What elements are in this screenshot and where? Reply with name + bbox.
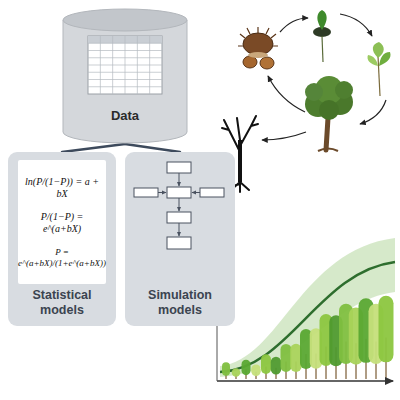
tree-icon — [261, 354, 271, 379]
tree-row — [222, 296, 394, 379]
sapling-part — [378, 56, 380, 96]
tree-icon — [232, 368, 241, 379]
tree-icon-part — [261, 354, 271, 374]
sapling-part — [379, 52, 391, 66]
model-box: Simulation models — [125, 152, 235, 326]
database-cylinder: Data — [62, 8, 188, 144]
data-table-icon — [88, 36, 162, 94]
mature-tree-part — [335, 81, 353, 99]
sapling-part — [367, 55, 378, 66]
tree-icon-part — [242, 360, 251, 375]
cycle-arrows-part — [340, 14, 372, 36]
node-label: Statistical models — [18, 288, 106, 318]
model-box: Statistical models ln(P/(1−P)) = a + bX P/… — [8, 152, 116, 326]
cycle-arrows-part — [280, 18, 308, 32]
formula-text: ln(P/(1−P)) = a + bX — [21, 176, 103, 200]
sapling-part — [373, 42, 384, 58]
tree-icon — [222, 362, 230, 379]
tree-icon — [242, 360, 251, 379]
cylinder-shape — [62, 8, 188, 144]
connector-line — [62, 144, 125, 152]
data-table-icon-part — [149, 36, 150, 94]
life-cycle — [222, 10, 391, 192]
formula-text: P = e^(a+bX)/(1+e^(a+bX)) — [18, 247, 106, 269]
chestnut-seeds-part — [243, 33, 273, 55]
connector-line — [125, 144, 180, 152]
node-label: Simulation models — [135, 288, 225, 318]
mature-tree-part — [305, 83, 323, 101]
tree-icon — [379, 296, 394, 379]
cycle-arrows-part — [268, 76, 305, 112]
cycle-arrows — [262, 14, 386, 140]
data-table-icon-part — [112, 36, 113, 94]
growth-chart — [217, 238, 395, 381]
sapling — [367, 42, 390, 96]
chestnut-seeds — [238, 27, 278, 69]
tree-icon-part — [232, 368, 241, 377]
seedling — [313, 10, 331, 62]
time-axis — [217, 380, 393, 382]
growth-curve — [220, 262, 395, 372]
chestnut-seeds-part — [238, 27, 278, 46]
chestnut-seeds-part — [248, 52, 268, 58]
formula-panel: ln(P/(1−P)) = a + bX P/(1−P) = e^(a+bX) P … — [18, 160, 106, 284]
tree-icon-part — [222, 362, 230, 375]
node-label: Data — [111, 108, 139, 124]
growth-band — [220, 238, 395, 377]
mature-tree — [305, 76, 353, 151]
tree-icon — [281, 344, 292, 379]
mature-tree-part — [319, 100, 339, 120]
tree-icon-part — [379, 296, 394, 363]
tree-icon-part — [281, 344, 292, 372]
cylinder-shape-part — [63, 20, 187, 143]
chestnut-seeds-part — [260, 57, 274, 69]
tree-icon-part — [271, 357, 282, 375]
tree-icon — [271, 357, 282, 379]
formula-text: P/(1−P) = e^(a+bX) — [21, 211, 103, 235]
seedling-part — [317, 10, 326, 30]
cylinder-shape-part — [63, 9, 187, 31]
cycle-arrows-part — [360, 100, 386, 124]
data-table-icon-part — [125, 36, 126, 94]
data-table-icon-part — [100, 36, 101, 94]
mature-tree-part — [318, 149, 338, 152]
data-table-icon-part — [137, 36, 138, 94]
data-table-icon-part — [88, 36, 162, 94]
tree-icon — [251, 364, 261, 379]
cycle-arrows-part — [262, 132, 306, 140]
seedling-part — [322, 36, 323, 62]
tree-icon-part — [251, 364, 261, 376]
